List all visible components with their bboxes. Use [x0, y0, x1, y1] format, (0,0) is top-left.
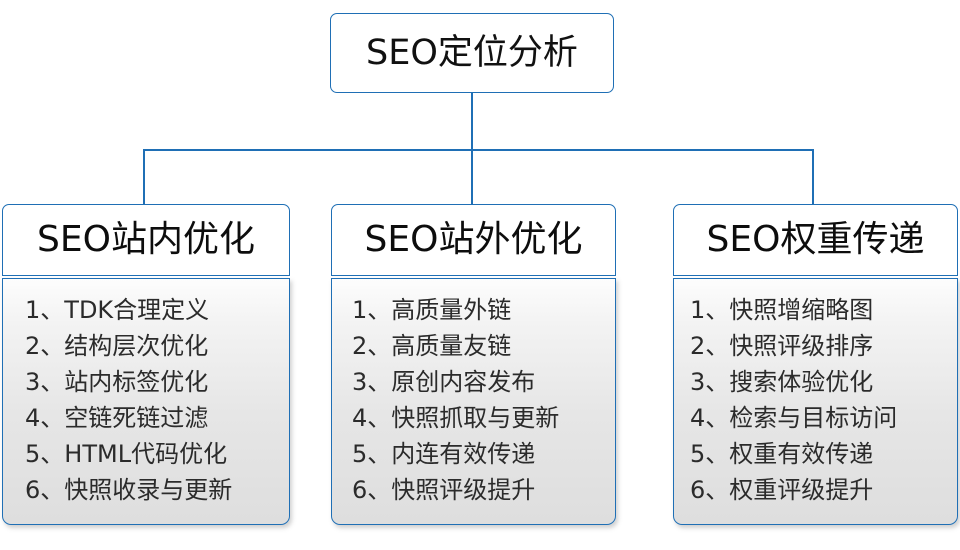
- branch-1: SEO站内优化 1、TDK合理定义 2、结构层次优化 3、站内标签优化 4、空链…: [2, 204, 290, 525]
- list-item-index: 4、: [690, 404, 730, 432]
- list-item-text: 原创内容发布: [391, 368, 536, 396]
- branch-1-list: 1、TDK合理定义 2、结构层次优化 3、站内标签优化 4、空链死链过滤 5、H…: [2, 278, 290, 525]
- list-item-index: 4、: [25, 404, 65, 432]
- list-item: 1、快照增缩略图: [674, 292, 957, 328]
- list-item: 2、快照评级排序: [674, 328, 957, 364]
- list-item-text: 权重有效传递: [729, 440, 874, 468]
- list-item-text: 搜索体验优化: [729, 368, 874, 396]
- list-item: 4、空链死链过滤: [3, 400, 289, 436]
- list-item-text: 内连有效传递: [391, 440, 536, 468]
- list-item-index: 2、: [25, 332, 65, 360]
- list-item: 5、内连有效传递: [332, 436, 615, 472]
- list-item-text: 高质量友链: [391, 332, 512, 360]
- list-item-index: 1、: [690, 296, 730, 324]
- list-item-text: 空链死链过滤: [64, 404, 209, 432]
- list-item: 3、搜索体验优化: [674, 364, 957, 400]
- list-item-text: HTML代码优化: [64, 440, 228, 468]
- list-item-index: 1、: [25, 296, 65, 324]
- branch-3-list: 1、快照增缩略图 2、快照评级排序 3、搜索体验优化 4、检索与目标访问 5、权…: [673, 278, 958, 525]
- list-item-text: TDK合理定义: [64, 296, 210, 324]
- branch-2-list: 1、高质量外链 2、高质量友链 3、原创内容发布 4、快照抓取与更新 5、内连有…: [331, 278, 616, 525]
- list-item: 1、TDK合理定义: [3, 292, 289, 328]
- list-item-index: 3、: [690, 368, 730, 396]
- branch-3-header: SEO权重传递: [673, 204, 958, 276]
- branch-1-header: SEO站内优化: [2, 204, 290, 276]
- list-item: 3、站内标签优化: [3, 364, 289, 400]
- list-item-index: 6、: [25, 476, 65, 504]
- connector-drop-branch-2: [471, 149, 473, 205]
- branch-2-header-label: SEO站外优化: [364, 219, 583, 260]
- list-item-text: 快照评级提升: [391, 476, 536, 504]
- connector-root-stem: [471, 93, 473, 150]
- list-item-index: 3、: [25, 368, 65, 396]
- list-item-index: 6、: [690, 476, 730, 504]
- list-item: 4、检索与目标访问: [674, 400, 957, 436]
- list-item: 6、快照收录与更新: [3, 472, 289, 508]
- list-item-index: 4、: [352, 404, 392, 432]
- list-item-index: 5、: [690, 440, 730, 468]
- list-item: 6、快照评级提升: [332, 472, 615, 508]
- list-item-index: 3、: [352, 368, 392, 396]
- list-item: 5、权重有效传递: [674, 436, 957, 472]
- branch-3-header-label: SEO权重传递: [706, 219, 925, 260]
- list-item-text: 检索与目标访问: [729, 404, 898, 432]
- connector-drop-branch-1: [143, 149, 145, 205]
- list-item-index: 1、: [352, 296, 392, 324]
- list-item: 3、原创内容发布: [332, 364, 615, 400]
- list-item-index: 5、: [352, 440, 392, 468]
- list-item-text: 快照评级排序: [729, 332, 874, 360]
- list-item-index: 2、: [352, 332, 392, 360]
- list-item-text: 结构层次优化: [64, 332, 209, 360]
- list-item-index: 2、: [690, 332, 730, 360]
- list-item-text: 权重评级提升: [729, 476, 874, 504]
- list-item-text: 快照收录与更新: [64, 476, 233, 504]
- root-node-label: SEO定位分析: [366, 32, 578, 73]
- branch-2: SEO站外优化 1、高质量外链 2、高质量友链 3、原创内容发布 4、快照抓取与…: [331, 204, 616, 525]
- branch-3: SEO权重传递 1、快照增缩略图 2、快照评级排序 3、搜索体验优化 4、检索与…: [673, 204, 958, 525]
- list-item: 4、快照抓取与更新: [332, 400, 615, 436]
- list-item-index: 6、: [352, 476, 392, 504]
- list-item: 2、结构层次优化: [3, 328, 289, 364]
- list-item-text: 站内标签优化: [64, 368, 209, 396]
- list-item: 1、高质量外链: [332, 292, 615, 328]
- list-item: 2、高质量友链: [332, 328, 615, 364]
- list-item-index: 5、: [25, 440, 65, 468]
- list-item-text: 快照增缩略图: [729, 296, 874, 324]
- connector-horizontal-bar: [143, 149, 814, 151]
- branch-2-header: SEO站外优化: [331, 204, 616, 276]
- connector-drop-branch-3: [812, 149, 814, 205]
- list-item-text: 高质量外链: [391, 296, 512, 324]
- root-node: SEO定位分析: [330, 13, 614, 93]
- list-item: 6、权重评级提升: [674, 472, 957, 508]
- list-item-text: 快照抓取与更新: [391, 404, 560, 432]
- branch-1-header-label: SEO站内优化: [37, 219, 255, 260]
- list-item: 5、HTML代码优化: [3, 436, 289, 472]
